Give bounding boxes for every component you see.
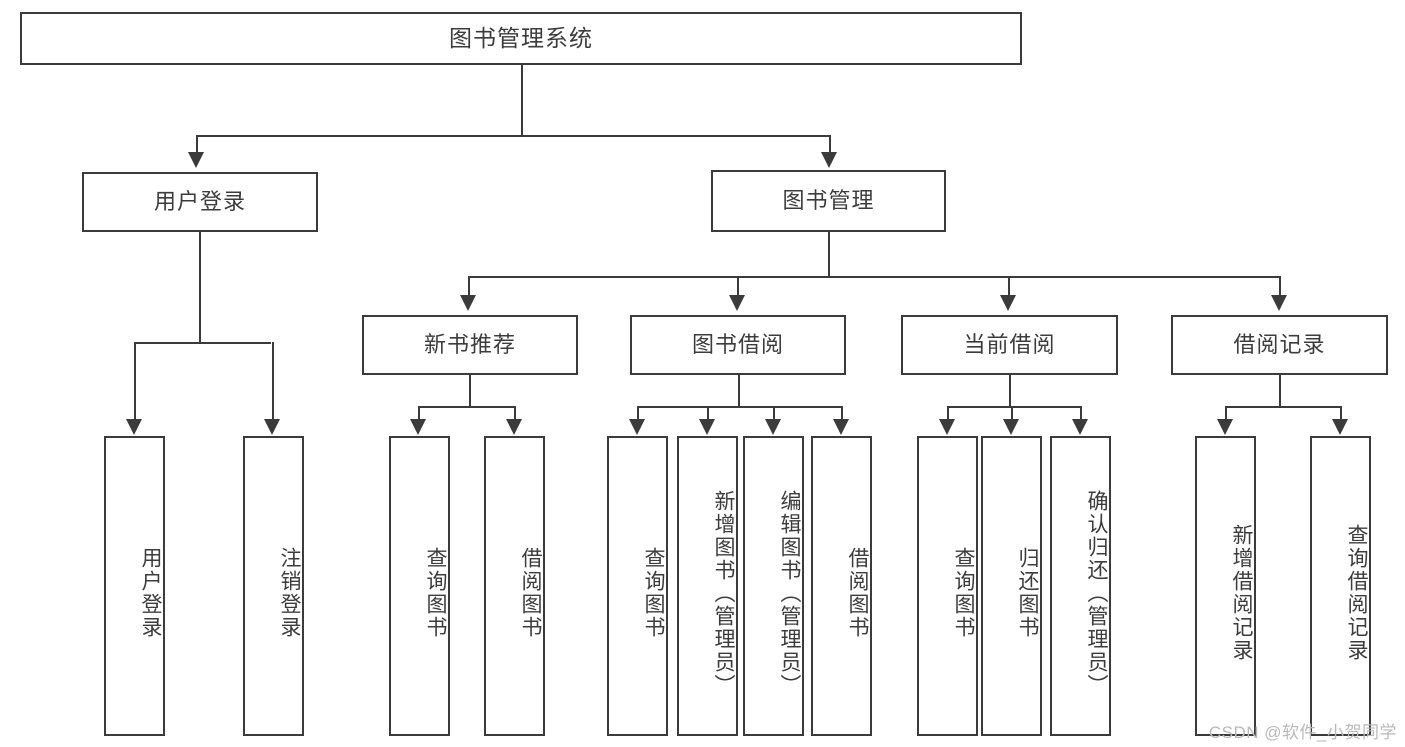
arrow-to-current-borrow	[1000, 295, 1016, 311]
arrow-to-new-book	[460, 295, 476, 311]
node-label: 当前借阅	[963, 331, 1056, 357]
leaf-add-book-admin[interactable]: 新增图书（管理员）	[677, 436, 738, 736]
leaf-query-book-current[interactable]: 查询图书	[917, 436, 978, 736]
connector-current-borrow-leaf1	[947, 406, 949, 420]
connector-book-borrow-leaf1	[637, 406, 639, 420]
arrow-root-to-book-management	[821, 152, 837, 168]
arrow-current-borrow-leaf2	[1003, 419, 1019, 435]
connector-new-book-stem	[469, 375, 471, 406]
node-root-book-management-system[interactable]: 图书管理系统	[20, 12, 1022, 65]
node-label: 归还图书	[1016, 547, 1039, 639]
node-label: 用户登录	[139, 547, 162, 639]
node-borrow-record[interactable]: 借阅记录	[1171, 315, 1388, 375]
arrow-user-login-leaf1	[126, 419, 142, 435]
leaf-logout[interactable]: 注销登录	[243, 436, 304, 736]
node-label: 编辑图书（管理员）	[778, 489, 801, 697]
node-label: 查询图书	[952, 547, 975, 639]
node-label: 注销登录	[278, 547, 301, 639]
arrow-current-borrow-leaf1	[939, 419, 955, 435]
arrow-new-book-leaf2	[506, 419, 522, 435]
node-label: 借阅图书	[519, 547, 542, 639]
leaf-query-book-borrow[interactable]: 查询图书	[607, 436, 668, 736]
node-label: 新增借阅记录	[1230, 524, 1253, 662]
leaf-borrow-book[interactable]: 借阅图书	[811, 436, 872, 736]
connector-root-bar	[196, 135, 830, 137]
arrow-book-borrow-leaf2	[699, 419, 715, 435]
arrow-book-borrow-leaf4	[833, 419, 849, 435]
connector-book-borrow-stem	[738, 375, 740, 406]
leaf-query-borrow-record[interactable]: 查询借阅记录	[1310, 436, 1371, 736]
connector-new-book-leaf1	[418, 406, 420, 420]
node-user-login[interactable]: 用户登录	[82, 172, 318, 232]
connector-new-book-bar	[418, 406, 516, 408]
connector-book-borrow-leaf2	[707, 406, 709, 420]
arrow-user-login-leaf2	[264, 419, 280, 435]
connector-current-borrow-leaf2	[1011, 406, 1013, 420]
node-label: 查询图书	[642, 547, 665, 639]
connector-book-borrow-bar	[637, 406, 841, 408]
arrow-to-book-borrow	[729, 295, 745, 311]
node-label: 新增图书（管理员）	[712, 489, 735, 697]
node-label: 查询图书	[424, 547, 447, 639]
arrow-root-to-user-login	[188, 152, 204, 168]
arrow-borrow-record-leaf1	[1217, 419, 1233, 435]
connector-borrow-record-leaf2	[1340, 406, 1342, 420]
connector-to-book-borrow	[737, 276, 739, 296]
connector-root-to-book-management	[829, 135, 831, 153]
connector-user-login-stem	[199, 232, 201, 342]
arrow-to-borrow-record	[1271, 295, 1287, 311]
arrow-borrow-record-leaf2	[1332, 419, 1348, 435]
connector-new-book-leaf2	[514, 406, 516, 420]
node-label: 新书推荐	[423, 331, 516, 357]
leaf-confirm-return-admin[interactable]: 确认归还（管理员）	[1050, 436, 1111, 736]
node-label: 图书借阅	[691, 331, 784, 357]
node-label: 用户登录	[153, 188, 246, 214]
watermark-text: CSDN @软件_小贺同学	[1208, 723, 1397, 742]
connector-user-login-bar	[134, 342, 271, 344]
node-label: 借阅图书	[846, 547, 869, 639]
node-book-borrow[interactable]: 图书借阅	[630, 315, 846, 375]
arrow-new-book-leaf1	[410, 419, 426, 435]
node-label: 图书管理	[782, 187, 875, 213]
connector-root-stem	[521, 65, 523, 135]
connector-level2-bar	[468, 276, 1279, 278]
connector-to-current-borrow	[1008, 276, 1010, 296]
leaf-user-login[interactable]: 用户登录	[104, 436, 165, 736]
connector-to-borrow-record	[1279, 276, 1281, 296]
node-label: 图书管理系统	[449, 24, 593, 51]
connector-book-borrow-leaf4	[841, 406, 843, 420]
connector-book-management-stem	[828, 232, 830, 276]
leaf-query-book-recommend[interactable]: 查询图书	[389, 436, 450, 736]
leaf-edit-book-admin[interactable]: 编辑图书（管理员）	[743, 436, 804, 736]
connector-to-new-book	[468, 276, 470, 296]
node-label: 确认归还（管理员）	[1085, 489, 1108, 697]
connector-borrow-record-stem	[1279, 375, 1281, 406]
node-current-borrow[interactable]: 当前借阅	[901, 315, 1118, 375]
node-new-book-recommend[interactable]: 新书推荐	[362, 315, 578, 375]
arrow-current-borrow-leaf3	[1072, 419, 1088, 435]
connector-current-borrow-leaf3	[1080, 406, 1082, 420]
connector-book-borrow-leaf3	[773, 406, 775, 420]
connector-user-login-leaf1	[134, 342, 136, 420]
node-label: 查询借阅记录	[1345, 524, 1368, 662]
connector-root-to-user-login	[196, 135, 198, 153]
connector-current-borrow-stem	[1009, 375, 1011, 406]
leaf-add-borrow-record[interactable]: 新增借阅记录	[1195, 436, 1256, 736]
arrow-book-borrow-leaf1	[629, 419, 645, 435]
connector-user-login-leaf2	[272, 342, 274, 420]
arrow-book-borrow-leaf3	[765, 419, 781, 435]
leaf-borrow-book-recommend[interactable]: 借阅图书	[484, 436, 545, 736]
connector-current-borrow-bar	[947, 406, 1080, 408]
connector-borrow-record-leaf1	[1225, 406, 1227, 420]
node-book-management[interactable]: 图书管理	[711, 170, 946, 232]
leaf-return-book[interactable]: 归还图书	[981, 436, 1042, 736]
connector-borrow-record-bar	[1225, 406, 1340, 408]
node-label: 借阅记录	[1233, 331, 1326, 357]
